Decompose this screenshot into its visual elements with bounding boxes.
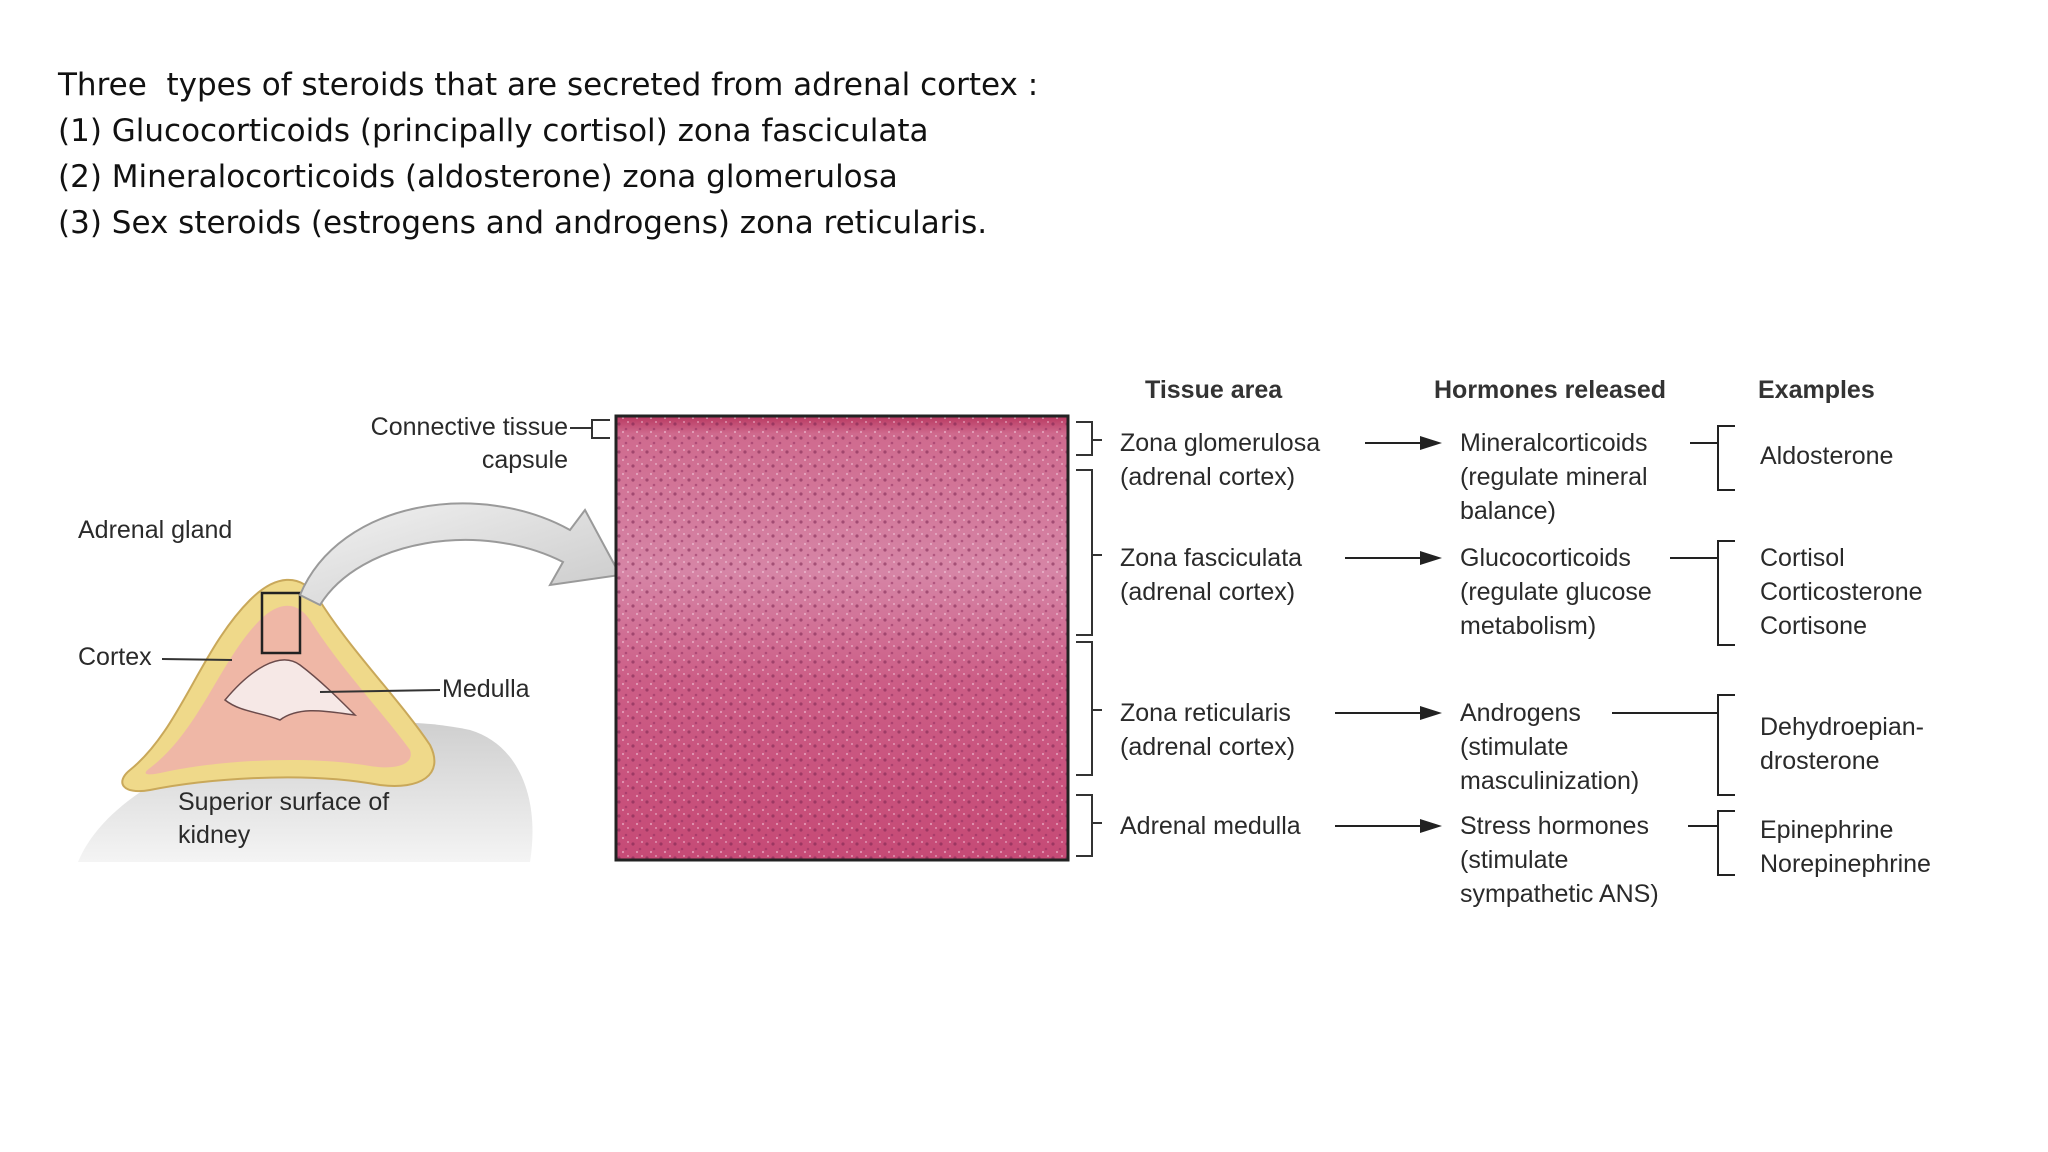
label-adrenal-gland: Adrenal gland (78, 516, 232, 544)
row-4-examples: Epinephrine Norepinephrine (1760, 816, 1931, 878)
row-1-examples: Aldosterone (1760, 442, 1893, 470)
row-1-hormone: Mineralcorticoids (regulate mineral bala… (1460, 429, 1655, 525)
intro-line: Three types of steroids that are secrete… (58, 67, 1039, 103)
row-1-example-bracket (1690, 425, 1735, 491)
bracket-medulla (1076, 794, 1102, 857)
header-examples: Examples (1758, 376, 1875, 404)
tissue-frame (614, 414, 1070, 862)
sample-box (260, 591, 302, 655)
bracket-glomerulosa (1076, 421, 1102, 456)
label-cortex: Cortex (78, 643, 152, 671)
row-2-hormone: Glucocorticoids (regulate glucose metabo… (1460, 544, 1659, 640)
header-tissue-area: Tissue area (1145, 376, 1283, 404)
tissue-texture (616, 416, 1068, 860)
intro-line: (3) Sex steroids (estrogens and androgen… (58, 205, 988, 241)
row-1-tissue: Zona glomerulosa (adrenal cortex) (1120, 429, 1327, 491)
row-2-examples: Cortisol Corticosterone Cortisone (1760, 544, 1930, 640)
intro-line: (2) Mineralocorticoids (aldosterone) zon… (58, 159, 898, 195)
label-medulla: Medulla (442, 675, 530, 703)
bracket-fasciculata (1076, 469, 1102, 636)
label-connective-tissue: Connective tissue (371, 413, 568, 441)
row-3-arrow (1335, 706, 1442, 720)
row-2-tissue: Zona fasciculata (adrenal cortex) (1120, 544, 1309, 606)
intro-line: (1) Glucocorticoids (principally cortiso… (58, 113, 929, 149)
label-kidney-1: Superior surface of (178, 788, 389, 816)
row-2-example-bracket (1670, 540, 1735, 646)
row-2-arrow (1345, 551, 1442, 565)
row-1-arrow (1365, 436, 1442, 450)
bracket-reticularis (1076, 641, 1102, 776)
label-kidney-2: kidney (178, 821, 251, 849)
capsule-bracket (570, 419, 610, 439)
row-3-examples: Dehydroepian- drosterone (1760, 713, 1931, 775)
medulla-pointer (319, 689, 441, 693)
row-3-tissue: Zona reticularis (adrenal cortex) (1120, 699, 1298, 761)
header-hormones: Hormones released (1434, 376, 1666, 404)
intro-text: Three types of steroids that are secrete… (58, 62, 1038, 246)
row-3-example-bracket (1612, 694, 1735, 796)
row-4-arrow (1335, 819, 1442, 833)
row-4-hormone: Stress hormones (stimulate sympathetic A… (1460, 812, 1659, 908)
row-4-tissue: Adrenal medulla (1120, 812, 1301, 840)
label-capsule: capsule (482, 446, 568, 474)
row-4-example-bracket (1688, 810, 1735, 876)
adrenal-medulla (223, 659, 358, 721)
zoom-arrow (298, 502, 622, 607)
row-3-hormone: Androgens (stimulate masculinization) (1460, 699, 1639, 795)
cortex-pointer (161, 658, 233, 661)
